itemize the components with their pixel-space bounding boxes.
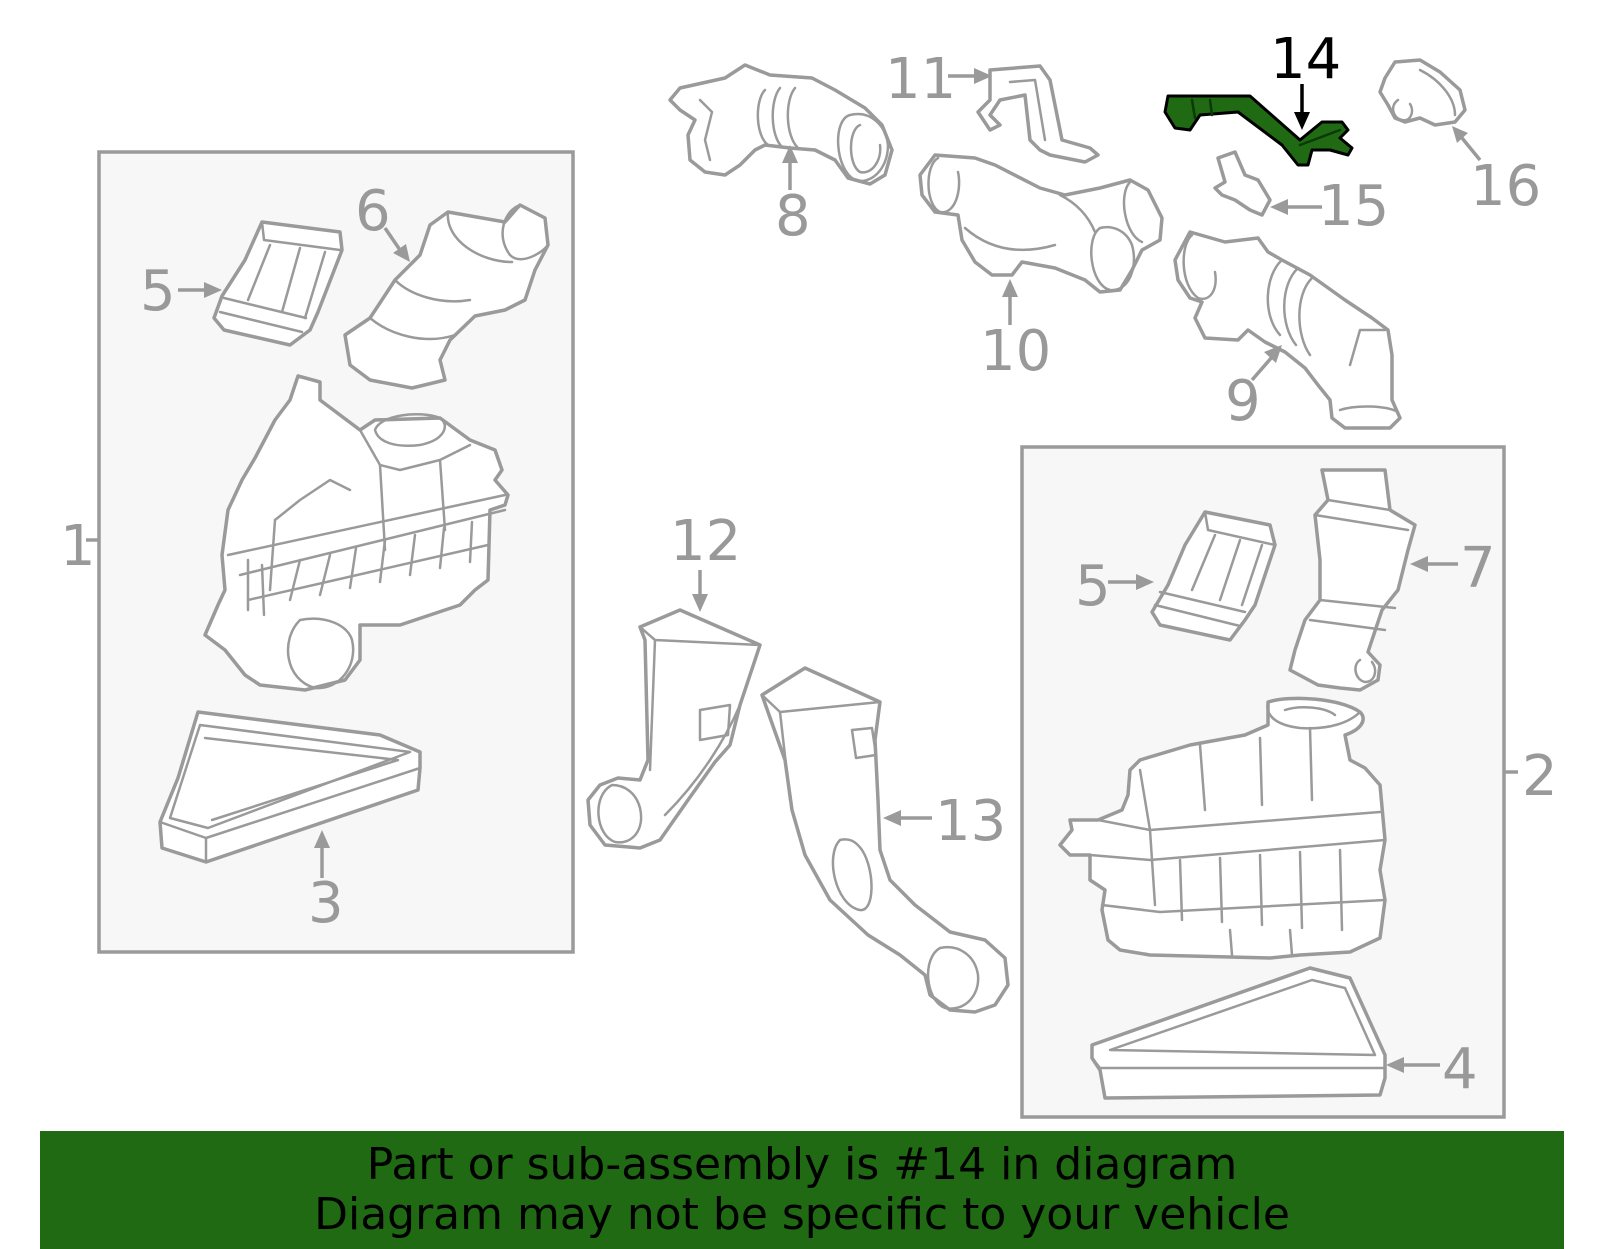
part-5-right [1150,510,1277,642]
callout-11: 11 [885,47,956,112]
callout-13: 13 [935,789,1006,854]
part-12 [586,608,762,850]
part-4-filter [1090,966,1387,1100]
callout-labels: 1 2 3 4 5 5 6 7 8 9 10 11 12 13 14 15 16 [60,27,1558,1102]
callout-5-right: 5 [1075,554,1111,619]
callout-3: 3 [308,871,344,936]
part-14-highlighted [1163,94,1354,167]
notice-line-1: Part or sub-assembly is #14 in diagram [366,1139,1238,1190]
part-6 [343,203,550,390]
callout-12: 12 [670,509,741,574]
part-2-housing [1058,696,1387,960]
part-13 [760,666,1010,1014]
callout-2: 2 [1522,744,1558,809]
part-1-housing [203,374,510,692]
callout-9: 9 [1225,369,1261,434]
callout-15: 15 [1318,174,1389,239]
callout-16: 16 [1470,154,1541,219]
callout-7: 7 [1460,536,1496,601]
callout-5-left: 5 [140,259,176,324]
part-notice-banner: Part or sub-assembly is #14 in diagram D… [40,1131,1564,1249]
part-10 [918,153,1164,294]
callout-10: 10 [980,319,1051,384]
callout-6: 6 [355,179,391,244]
part-5-left [212,220,344,347]
part-11 [976,64,1100,164]
callout-14-highlighted: 14 [1270,27,1341,92]
part-9 [1173,230,1402,430]
notice-line-2: Diagram may not be specific to your vehi… [314,1189,1290,1240]
part-16 [1378,58,1467,127]
part-8 [668,63,894,186]
part-7 [1288,468,1417,692]
callout-8: 8 [775,184,811,249]
part-15 [1213,150,1272,217]
callout-1: 1 [60,514,96,579]
callout-4: 4 [1442,1037,1478,1102]
leader-lines [86,68,1518,1073]
part-3-filter [158,710,422,864]
